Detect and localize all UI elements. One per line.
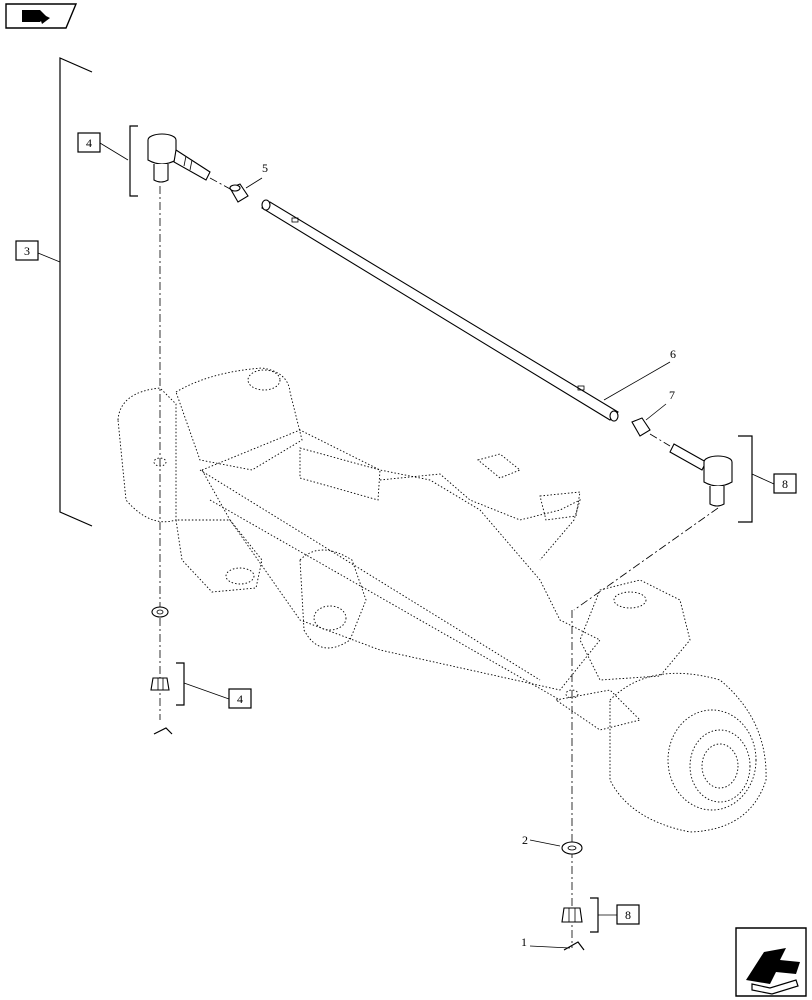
adjuster-nut-right (631, 417, 651, 437)
callout-8-bottom: 8 (590, 897, 640, 933)
svg-text:8: 8 (782, 477, 788, 491)
assembly-center-lines (159, 177, 719, 948)
label-5: 5 (262, 161, 268, 175)
callout-4-bottom: 4 (176, 662, 252, 709)
svg-text:4: 4 (237, 692, 243, 706)
callout-4-top: 4 (77, 125, 138, 197)
tie-rod-end-left (147, 133, 211, 183)
label-7: 7 (669, 388, 675, 402)
previous-page-arrow-icon[interactable] (5, 3, 78, 29)
front-axle-housing (117, 367, 767, 833)
split-pin-right (563, 941, 585, 951)
callout-3: 3 (15, 240, 39, 261)
castle-nut-right (561, 907, 583, 923)
callout-8-right: 8 (738, 435, 797, 523)
label-1: 1 (521, 935, 527, 949)
svg-text:4: 4 (86, 136, 92, 150)
castle-nut-left (150, 677, 170, 691)
label-6: 6 (670, 347, 676, 361)
assembly-bracket (37, 57, 93, 527)
svg-text:3: 3 (24, 244, 30, 258)
tie-rod-tube (261, 199, 619, 422)
washer-right (561, 841, 583, 855)
tie-rod-end-right (669, 443, 733, 507)
adjuster-nut-left (229, 183, 249, 203)
washer-left (151, 606, 169, 618)
label-2: 2 (522, 833, 528, 847)
next-page-arrow-icon[interactable] (735, 927, 807, 997)
split-pin-left (153, 727, 173, 735)
svg-text:8: 8 (625, 908, 631, 922)
